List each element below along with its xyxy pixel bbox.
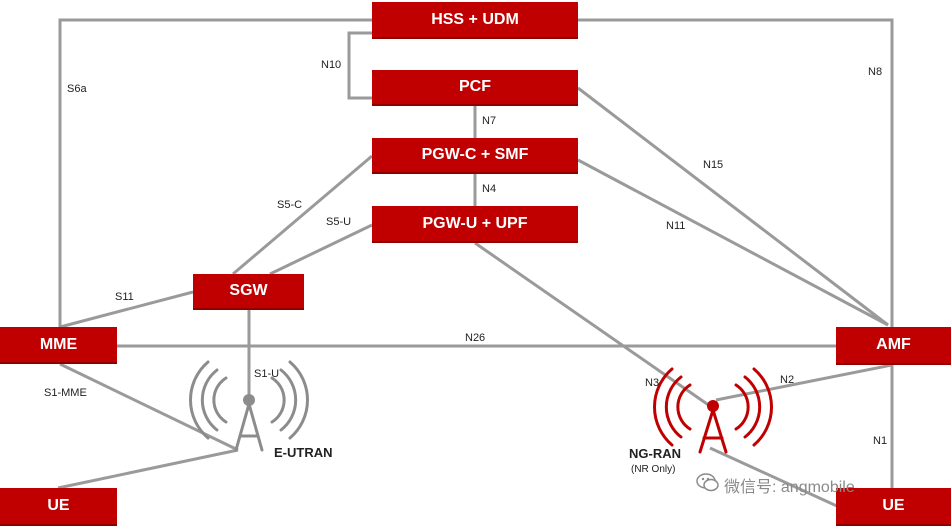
label-s5c: S5-C (277, 199, 303, 211)
link-s11 (59, 290, 194, 329)
label-s1mme: S1-MME (44, 387, 87, 399)
node-ue-right: UE (836, 488, 951, 526)
link-n2 (715, 363, 893, 402)
link-ue-eutran (57, 448, 239, 490)
label-n26: N26 (465, 332, 486, 344)
label-s6a: S6a (67, 83, 87, 95)
link-s1mme (59, 362, 239, 452)
label-ngran-note: (NR Only) (631, 464, 676, 475)
wechat-icon (696, 472, 720, 494)
node-mme: MME (0, 327, 117, 364)
node-hss-udm: HSS + UDM (372, 2, 578, 39)
label-n3: N3 (645, 377, 660, 389)
link-s5u (269, 223, 373, 276)
link-ngran-ue (709, 446, 851, 514)
link-n15 (577, 86, 889, 327)
label-s5u: S5-U (326, 216, 352, 228)
link-s6a (58, 18, 372, 327)
link-s5c (232, 154, 373, 276)
link-n8 (578, 18, 894, 327)
label-n2: N2 (780, 374, 795, 386)
label-n7: N7 (482, 115, 497, 127)
antenna-icon-ngran (653, 367, 773, 454)
watermark-text: 微信号: angmobile (724, 479, 855, 496)
label-n1: N1 (873, 435, 888, 447)
label-n11: N11 (666, 220, 686, 232)
node-pcf: PCF (372, 70, 578, 106)
label-n8: N8 (868, 66, 883, 78)
label-ngran: NG-RAN (629, 446, 681, 461)
label-n15: N15 (703, 159, 724, 171)
label-n4: N4 (482, 183, 497, 195)
antenna-icon-eutran (189, 360, 309, 452)
link-n11 (577, 158, 889, 327)
node-sgw: SGW (193, 274, 304, 310)
node-amf: AMF (836, 327, 951, 365)
node-ue-left: UE (0, 488, 117, 526)
link-n10 (347, 31, 372, 100)
label-eutran: E-UTRAN (274, 445, 333, 460)
label-n10: N10 (321, 59, 342, 71)
label-s11: S11 (115, 291, 134, 303)
node-pgw-u-upf: PGW-U + UPF (372, 206, 578, 243)
link-n3 (474, 241, 711, 408)
label-s1u: S1-U (254, 368, 280, 380)
node-pgw-c-smf: PGW-C + SMF (372, 138, 578, 174)
